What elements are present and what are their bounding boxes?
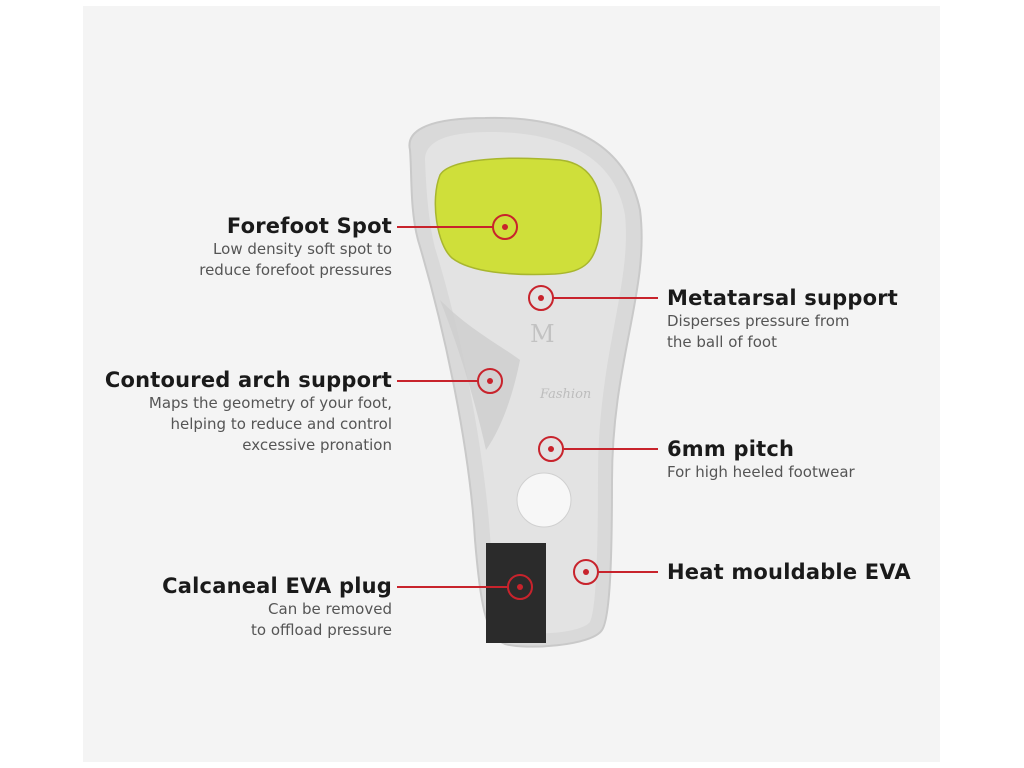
metatarsal-callout: Metatarsal support Disperses pressure fr…	[667, 285, 967, 353]
forefoot-pad	[434, 157, 602, 276]
pitch-callout: 6mm pitch For high heeled footwear	[667, 436, 967, 483]
calcaneal-marker	[507, 574, 533, 600]
metatarsal-dot	[538, 295, 544, 301]
calcaneal-desc-1: Can be removed	[268, 600, 392, 618]
calcaneal-dot	[517, 584, 523, 590]
forefoot-marker	[492, 214, 518, 240]
heat-marker	[573, 559, 599, 585]
calcaneal-callout: Calcaneal EVA plug Can be removed to off…	[92, 573, 392, 641]
pitch-desc-1: For high heeled footwear	[667, 463, 855, 481]
forefoot-desc-2: reduce forefoot pressures	[199, 261, 392, 279]
arch-title: Contoured arch support	[104, 368, 392, 392]
heat-title: Heat mouldable EVA	[667, 560, 911, 584]
forefoot-desc-1: Low density soft spot to	[213, 240, 392, 258]
arch-marker	[477, 368, 503, 394]
forefoot-callout: Forefoot Spot Low density soft spot to r…	[92, 213, 392, 281]
calcaneal-plug	[486, 543, 546, 643]
heat-callout: Heat mouldable EVA	[667, 559, 967, 585]
forefoot-title: Forefoot Spot	[226, 214, 392, 238]
forefoot-dot	[502, 224, 508, 230]
arch-callout: Contoured arch support Maps the geometry…	[72, 367, 392, 456]
markers	[477, 214, 599, 600]
imprint-size: M	[530, 320, 555, 348]
pitch-title: 6mm pitch	[667, 437, 795, 461]
metatarsal-title: Metatarsal support	[667, 286, 899, 310]
heat-dot	[583, 569, 589, 575]
imprint-brand: Fashion	[539, 387, 591, 402]
metatarsal-desc-2: the ball of foot	[667, 333, 777, 351]
metatarsal-desc-1: Disperses pressure from	[667, 312, 850, 330]
pitch-disc	[516, 472, 572, 528]
pitch-dot	[548, 446, 554, 452]
pitch-marker	[538, 436, 564, 462]
arch-desc-3: excessive pronation	[242, 436, 392, 454]
calcaneal-title: Calcaneal EVA plug	[162, 574, 392, 598]
metatarsal-marker	[528, 285, 554, 311]
calcaneal-desc-2: to offload pressure	[251, 621, 392, 639]
arch-dot	[487, 378, 493, 384]
arch-desc-1: Maps the geometry of your foot,	[148, 394, 392, 412]
arch-desc-2: helping to reduce and control	[170, 415, 392, 433]
